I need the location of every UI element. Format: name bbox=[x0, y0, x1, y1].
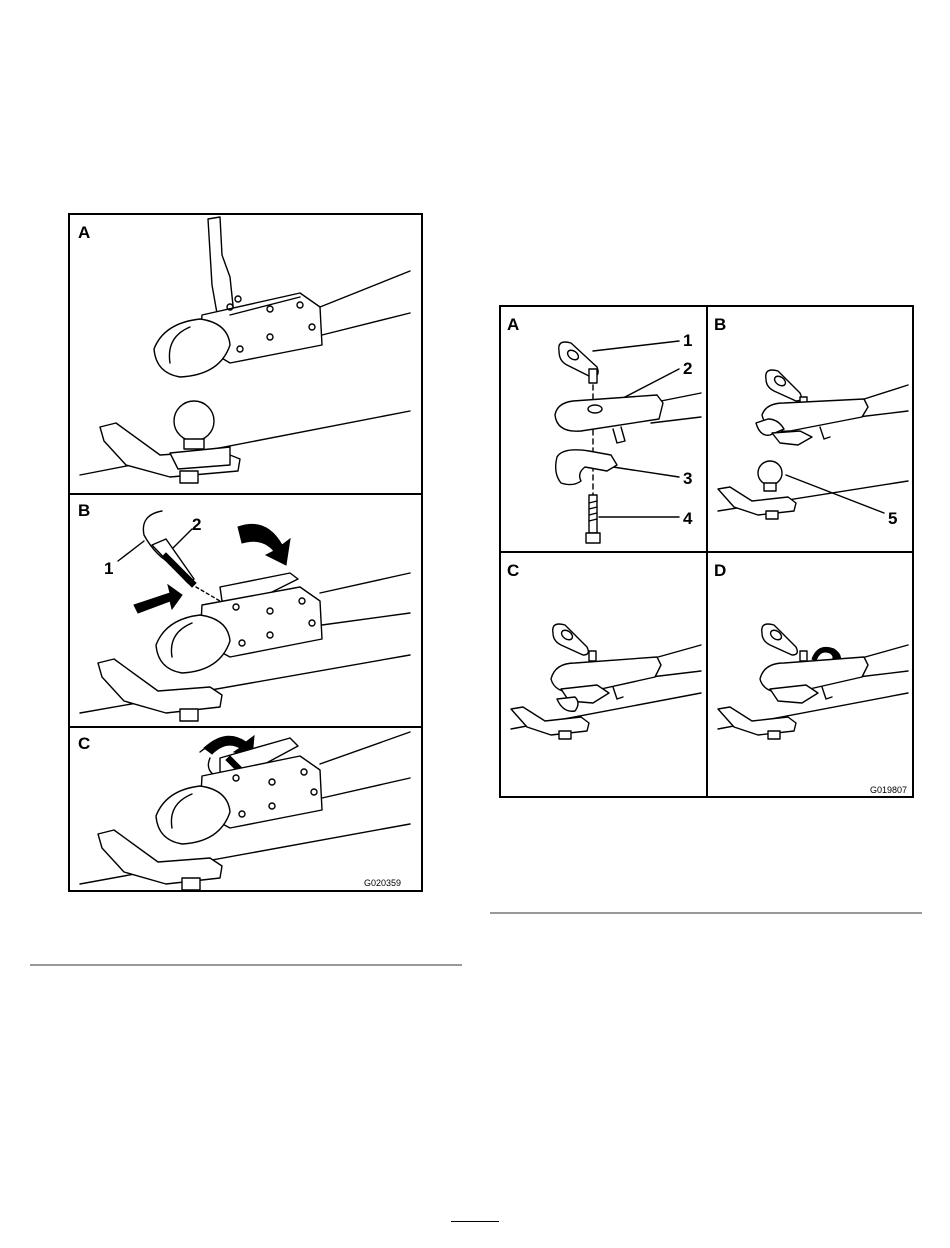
panel-a: A 1 2 3 4 bbox=[501, 307, 706, 551]
page-number-rule bbox=[451, 1221, 499, 1222]
coupler-above-ball-illustration bbox=[70, 215, 423, 493]
exploded-hitch-assembly-illustration bbox=[501, 307, 706, 551]
section-rule bbox=[490, 912, 922, 914]
figure-hitch-coupler-installation: A bbox=[68, 213, 423, 892]
section-rule bbox=[30, 964, 462, 966]
pin-insertion-illustration bbox=[70, 495, 423, 726]
pin-secured-illustration bbox=[70, 728, 423, 892]
panel-a: A bbox=[70, 215, 423, 493]
figure-hitch-ball-assembly: A 1 2 3 4 bbox=[499, 305, 914, 798]
panel-c: C G020359 bbox=[70, 728, 423, 892]
coupler-seated-on-ball-illustration bbox=[501, 553, 706, 798]
coupler-over-ball-illustration bbox=[708, 307, 914, 551]
panel-d: D G019807 bbox=[708, 553, 914, 798]
panel-b: B 1 2 bbox=[70, 495, 423, 726]
tighten-locknut-illustration bbox=[708, 553, 914, 798]
panel-b: B 5 bbox=[708, 307, 914, 551]
panel-c: C bbox=[501, 553, 706, 798]
